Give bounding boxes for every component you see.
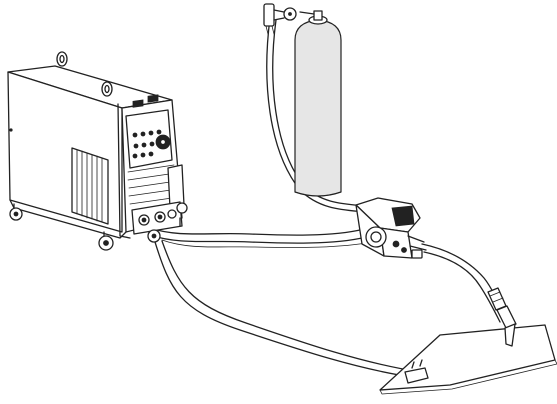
workpiece-plate <box>379 324 557 395</box>
gas-cylinder-icon <box>263 3 342 197</box>
output-sockets <box>131 201 183 235</box>
ground-clamp-icon <box>404 359 429 384</box>
control-panel <box>125 94 173 169</box>
welding-machine-icon <box>7 51 188 251</box>
vent-grille <box>71 147 109 225</box>
wire-feeder-icon <box>355 197 427 259</box>
welding-torch-icon <box>421 243 517 347</box>
caster-wheels <box>9 202 188 251</box>
